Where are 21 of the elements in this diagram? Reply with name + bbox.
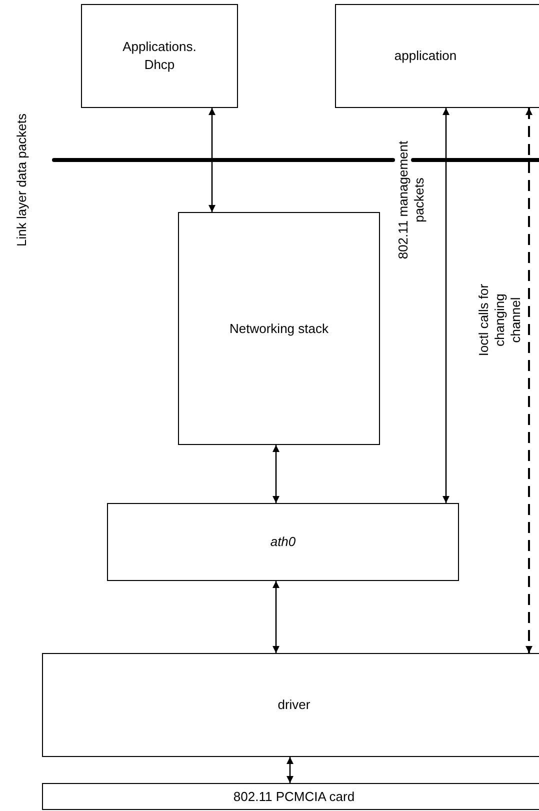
- side-label: Link layer data packets: [14, 112, 30, 248]
- node-label: driver: [276, 696, 312, 714]
- edge-label: Ioctl calls for changing channel: [476, 282, 524, 358]
- arrow: [208, 108, 216, 212]
- stack-box: [178, 212, 380, 445]
- node-label: application: [393, 47, 458, 65]
- driver-box: [42, 653, 539, 757]
- node-label: 802.11 PCMCIA card: [232, 788, 356, 806]
- interface-box: [107, 503, 459, 581]
- node-label: Applications. Dhcp: [122, 38, 198, 74]
- application-box: [81, 4, 238, 108]
- arrow: [442, 108, 450, 503]
- arrow: [272, 581, 280, 653]
- node-label: Networking stack: [228, 320, 330, 338]
- application-box: [335, 4, 539, 108]
- arrow: [272, 445, 280, 503]
- node-label: ath0: [269, 533, 297, 551]
- dashed-arrow: [526, 108, 532, 653]
- arrow: [286, 757, 294, 783]
- card-box: [42, 783, 539, 810]
- edge-label: 802.11 management packets: [395, 140, 427, 262]
